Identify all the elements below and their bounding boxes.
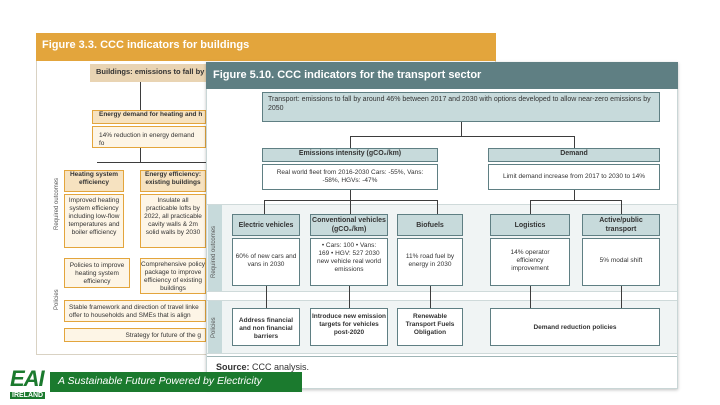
connector [264, 200, 438, 201]
existing-buildings-header: Energy efficiency: existing buildings [140, 170, 206, 192]
connector [350, 136, 575, 137]
connector [461, 122, 462, 136]
source-text: CCC analysis. [252, 362, 310, 372]
connector [574, 136, 575, 148]
logo-subtext: IRELAND [10, 392, 46, 399]
policy-rtfo: Renewable Transport Fuels Obligation [397, 308, 463, 346]
connector [264, 200, 265, 214]
side-band [208, 301, 222, 353]
conventional-vehicles-header: Conventional vehicles (gCO₂/km) [310, 214, 388, 236]
connector [140, 82, 141, 110]
heating-efficiency-header: Heating system efficiency [64, 170, 124, 192]
biofuels-header: Biofuels [397, 214, 463, 236]
conventional-vehicles-body: • Cars: 100 • Vans: 169 • HGV: 527 2030 … [310, 238, 388, 286]
biofuels-body: 11% road fuel by energy in 2030 [397, 238, 463, 286]
connector [430, 286, 431, 308]
side-label-policies: Policies [54, 289, 60, 310]
buildings-banner-text: Buildings: emissions to fall by a [96, 67, 211, 76]
side-label-required-outcomes: Required outcomes [54, 177, 60, 230]
side-label-required-outcomes: Required outcomes [211, 225, 217, 278]
policy-heating: Policies to improve heating system effic… [64, 258, 130, 288]
connector [574, 190, 575, 200]
future-strategy: Strategy for future of the g [64, 328, 206, 342]
emissions-intensity-header: Emissions intensity (gCO₂/km) [262, 148, 438, 162]
stable-framework: Stable framework and direction of travel… [64, 300, 206, 322]
figure-transport-header [206, 62, 678, 89]
demand-header: Demand [488, 148, 660, 162]
connector [97, 162, 207, 163]
connector [350, 200, 351, 214]
connector [621, 286, 622, 308]
active-transport-header: Active/public transport [582, 214, 660, 236]
connector [350, 190, 351, 200]
existing-buildings-body: Insulate all practicable lofts by 2022, … [140, 194, 206, 248]
policy-demand-reduction: Demand reduction policies [490, 308, 660, 346]
figure-transport-title: Figure 5.10. CCC indicators for the tran… [213, 69, 482, 81]
source-note: Source: CCC analysis. [216, 362, 309, 372]
active-transport-body: 5% modal shift [582, 238, 660, 286]
connector [530, 286, 531, 308]
connector [621, 200, 622, 214]
heating-efficiency-body: Improved heating system efficiency inclu… [64, 194, 124, 248]
side-label-policies: Policies [211, 317, 217, 338]
figure-buildings-title: Figure 3.3. CCC indicators for buildings [42, 39, 250, 51]
electric-vehicles-header: Electric vehicles [232, 214, 300, 236]
connector [530, 200, 531, 214]
logistics-body: 14% operator efficiency improvement [490, 238, 570, 286]
connector [266, 286, 267, 308]
transport-target: Transport: emissions to fall by around 4… [262, 92, 660, 122]
connector [349, 286, 350, 308]
connector [437, 200, 438, 214]
demand-body: Limit demand increase from 2017 to 2030 … [488, 164, 660, 190]
logistics-header: Logistics [490, 214, 570, 236]
energy-demand-header: Energy demand for heating and h [92, 110, 206, 124]
energy-demand-target: 14% reduction in energy demand fo [92, 126, 206, 148]
side-band [208, 205, 222, 291]
source-label: Source: [216, 362, 250, 372]
figure-buildings-header [36, 33, 496, 61]
policy-existing-buildings: Comprehensive policy package to improve … [140, 258, 206, 294]
electric-vehicles-body: 60% of new cars and vans in 2030 [232, 238, 300, 286]
divider [207, 356, 677, 357]
emissions-intensity-body: Real world fleet from 2016-2030 Cars: -5… [262, 164, 438, 190]
policy-financial-barriers: Address financial and non financial barr… [232, 308, 300, 346]
connector [350, 136, 351, 148]
policy-emission-targets: Introduce new emission targets for vehic… [310, 308, 388, 346]
connector [530, 200, 622, 201]
connector [140, 148, 141, 162]
logo-text: EAI [10, 366, 45, 391]
tagline: A Sustainable Future Powered by Electric… [50, 372, 302, 392]
